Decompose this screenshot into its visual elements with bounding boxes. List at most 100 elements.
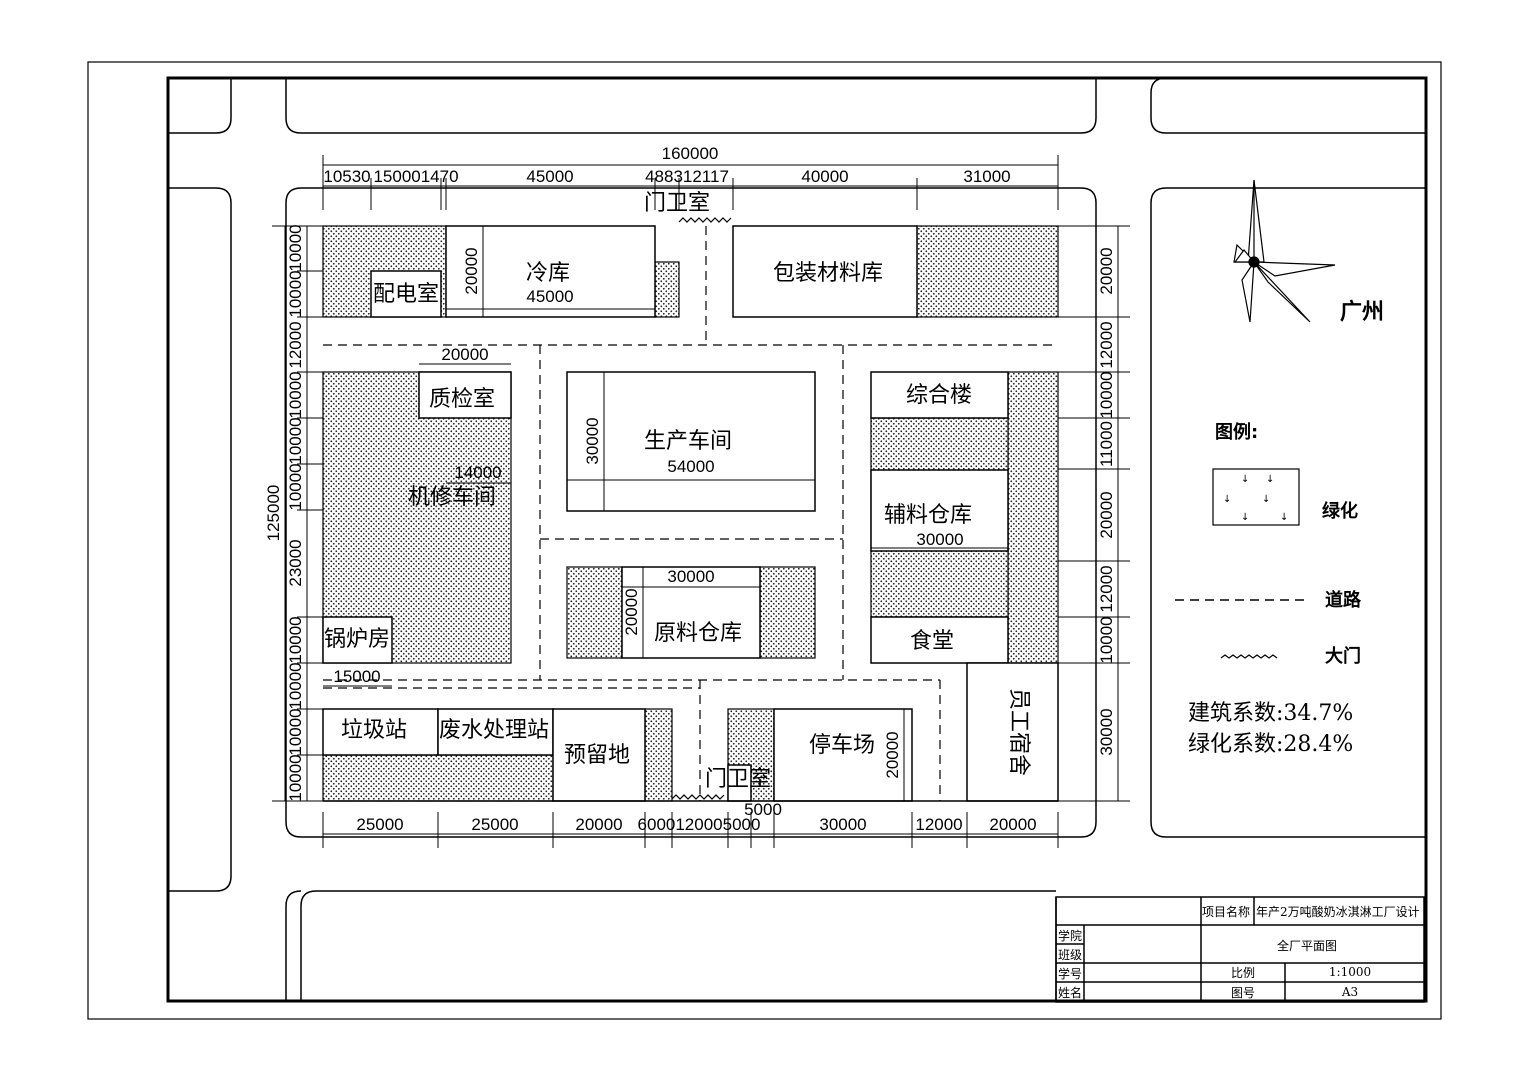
tb-row-college: 学院 bbox=[1058, 928, 1082, 943]
gatehouse-south-label: 门卫室 bbox=[705, 767, 771, 792]
wastewater-label: 废水处理站 bbox=[439, 718, 549, 743]
dim-right-2: 12000 bbox=[1097, 321, 1116, 368]
tb-project: 年产2万吨酸奶冰淇淋工厂设计 bbox=[1256, 904, 1420, 919]
dim-right-4: 11000 bbox=[1097, 421, 1116, 467]
aux-store-label: 辅料仓库 bbox=[884, 503, 972, 528]
complex-label: 综合楼 bbox=[906, 383, 972, 408]
dim-left-total: 125000 bbox=[264, 485, 283, 542]
dim-left-6: 10000 bbox=[286, 463, 305, 510]
legend-title: 图例: bbox=[1215, 421, 1258, 443]
tb-scale-label: 比例 bbox=[1231, 966, 1255, 980]
dim-left-3: 12000 bbox=[286, 321, 305, 368]
dim-bottom-7: 20000 bbox=[989, 815, 1036, 834]
dim-right-3: 10000 bbox=[1097, 371, 1116, 418]
legend-green-swatch bbox=[1212, 468, 1300, 526]
dim-left-11: 10000 bbox=[286, 754, 305, 801]
boiler-label: 锅炉房 bbox=[324, 627, 390, 652]
svg-text:↓: ↓ bbox=[1262, 494, 1270, 505]
dim-bottom-4: 6000120005000 bbox=[638, 815, 761, 834]
dim-left-7: 23000 bbox=[286, 539, 305, 586]
dim-bottom-5: 30000 bbox=[819, 815, 866, 834]
svg-text:↓: ↓ bbox=[1241, 474, 1249, 485]
qc-room-label: 质检室 bbox=[429, 387, 495, 412]
raw-width: 30000 bbox=[667, 567, 714, 586]
dim-left-10: 10000 bbox=[286, 708, 305, 755]
legend-green-label: 绿化 bbox=[1322, 500, 1358, 522]
legend-gate-label: 大门 bbox=[1325, 645, 1361, 667]
gatehouse-north-label: 门卫室 bbox=[644, 191, 710, 216]
legend-road-label: 道路 bbox=[1325, 589, 1362, 611]
workshop-label: 生产车间 bbox=[644, 429, 732, 454]
dim-left-8: 10000 bbox=[286, 616, 305, 663]
inner-dim-lines bbox=[323, 226, 1008, 801]
dim-top-4: 488312117 bbox=[645, 167, 729, 186]
reserved-label: 预留地 bbox=[564, 743, 630, 768]
north-arrow-icon bbox=[1233, 179, 1336, 323]
dim-left-9: 10000 bbox=[286, 662, 305, 709]
north-gate bbox=[678, 217, 732, 223]
tb-row-class: 班级 bbox=[1058, 948, 1082, 962]
compass-city: 广州 bbox=[1340, 299, 1384, 325]
dim-top-6: 31000 bbox=[963, 167, 1010, 186]
right-dimension-chain bbox=[1058, 225, 1130, 802]
dim-right-8: 30000 bbox=[1097, 708, 1116, 755]
qc-width: 20000 bbox=[441, 345, 488, 364]
raw-depth: 20000 bbox=[622, 588, 641, 635]
boiler-width: 15000 bbox=[333, 667, 380, 686]
tb-row-student-id: 学号 bbox=[1058, 966, 1082, 981]
svg-text:↓: ↓ bbox=[1266, 474, 1274, 485]
workshop-depth: 30000 bbox=[583, 417, 602, 464]
south-gate bbox=[671, 794, 725, 800]
dim-left-4: 10000 bbox=[286, 371, 305, 418]
dim-bottom-2: 25000 bbox=[471, 815, 518, 834]
tb-sheet: A3 bbox=[1341, 985, 1358, 999]
tb-scale: 1:1000 bbox=[1329, 965, 1371, 979]
garbage-label: 垃圾站 bbox=[341, 718, 407, 743]
dim-right-7: 10000 bbox=[1097, 616, 1116, 663]
workshop-width: 54000 bbox=[667, 457, 714, 476]
cold-storage-depth: 20000 bbox=[462, 247, 481, 294]
dim-left-5: 10000 bbox=[286, 417, 305, 464]
repair-width: 14000 bbox=[454, 463, 501, 482]
repair-shop-label: 机修车间 bbox=[408, 485, 496, 510]
dim-bottom-3: 20000 bbox=[575, 815, 622, 834]
parking-depth: 20000 bbox=[883, 731, 902, 778]
svg-text:↓: ↓ bbox=[1223, 494, 1231, 505]
roads bbox=[323, 226, 1058, 801]
dim-top-2: 150001470 bbox=[373, 167, 458, 186]
dim-total-width: 160000 bbox=[662, 144, 719, 163]
tb-row-name: 姓名 bbox=[1058, 985, 1082, 1000]
dim-left-2: 10000 bbox=[286, 270, 305, 317]
tb-sheet-label: 图号 bbox=[1231, 986, 1255, 1000]
street-blocks bbox=[167, 77, 1426, 1001]
left-dimension-chain bbox=[272, 225, 323, 802]
outer-frame bbox=[87, 61, 1442, 1020]
cold-storage-width: 45000 bbox=[526, 287, 573, 306]
dim-top-1: 10530 bbox=[323, 167, 370, 186]
dim-top-3: 45000 bbox=[526, 167, 573, 186]
dorm-label: 员工宿舍 bbox=[1006, 688, 1031, 776]
tb-drawing-name: 全厂平面图 bbox=[1277, 938, 1337, 953]
dim-right-1: 20000 bbox=[1097, 247, 1116, 294]
power-room-label: 配电室 bbox=[373, 282, 439, 307]
green-ratio: 绿化系数:28.4% bbox=[1188, 732, 1353, 757]
svg-text:↓: ↓ bbox=[1280, 512, 1288, 523]
canteen-label: 食堂 bbox=[910, 629, 954, 654]
dim-bottom-1: 25000 bbox=[356, 815, 403, 834]
bottom-dimension-chain bbox=[322, 812, 1059, 848]
aux-width: 30000 bbox=[916, 530, 963, 549]
dim-left-1: 10000 bbox=[286, 224, 305, 271]
tb-project-label: 项目名称 bbox=[1202, 904, 1250, 919]
raw-store-label: 原料仓库 bbox=[654, 621, 742, 646]
dim-bottom-6: 12000 bbox=[915, 815, 962, 834]
cold-storage-label: 冷库 bbox=[526, 261, 570, 286]
svg-text:↓: ↓ bbox=[1241, 512, 1249, 523]
building-ratio: 建筑系数:34.7% bbox=[1188, 701, 1353, 726]
dim-right-6: 12000 bbox=[1097, 565, 1116, 612]
packaging-store-label: 包装材料库 bbox=[773, 261, 883, 286]
dim-top-5: 40000 bbox=[801, 167, 848, 186]
title-block-grid bbox=[1055, 896, 1425, 1003]
legend-green-marks: ↓ ↓ ↓ ↓ ↓ ↓ bbox=[1223, 474, 1288, 523]
top-dimension-chain bbox=[322, 155, 1059, 210]
